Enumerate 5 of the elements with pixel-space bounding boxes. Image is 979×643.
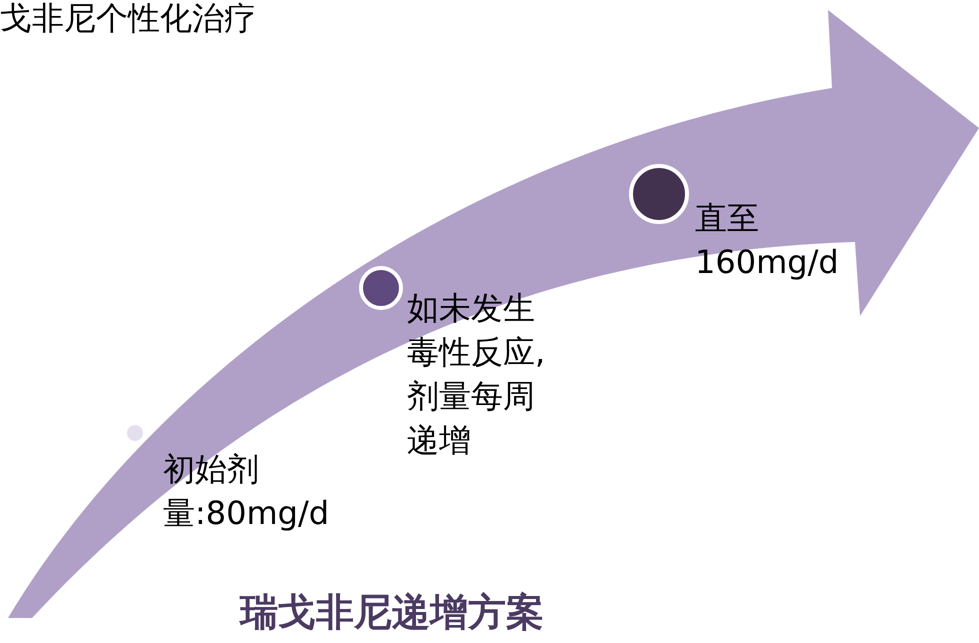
step-text: 初始剂量:80mg/d: [163, 449, 330, 534]
step-text: 直至160mg/d: [695, 198, 840, 283]
title: 戈非尼个性化治疗: [0, 0, 256, 39]
step-text: 如未发生毒性反应,剂量每周递增: [407, 288, 546, 461]
caption: 瑞戈非尼递增方案: [240, 590, 544, 634]
